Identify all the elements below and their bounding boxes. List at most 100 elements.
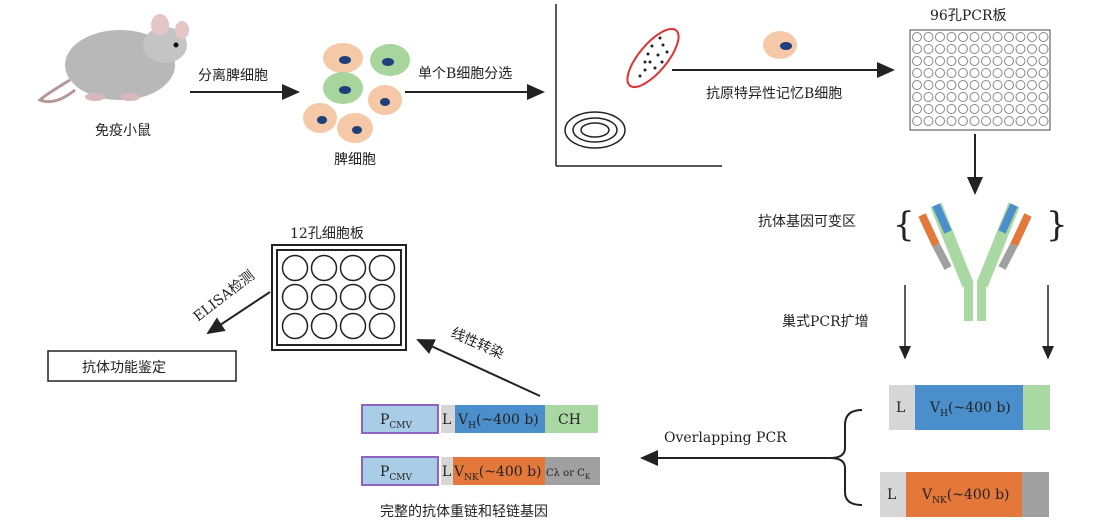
pcr-well [992,92,1003,102]
pcr-well [923,116,934,126]
pcr-well [912,116,922,126]
mouse-illustration [37,14,189,104]
pcr-well [1015,92,1026,102]
isolate-label: 分离脾细胞 [198,67,268,84]
pcr-well [1004,44,1014,54]
cell-plate-label: 12孔细胞板 [290,226,364,242]
memory-b-cell [763,31,797,59]
pcr-well [923,68,934,78]
gate-ellipse [626,27,680,89]
pcr-well [1027,44,1037,54]
cell-plate-12 [271,244,407,351]
pcr-well [1038,32,1049,42]
svg-text:VNK(~400 b): VNK(~400 b) [921,487,1010,506]
pcr-well [912,56,922,66]
pcr-well [912,92,922,102]
pcr-well [912,32,922,42]
pcr-well [958,104,968,114]
arrow-transfection [416,339,541,397]
pcr-well [1038,44,1049,54]
pcr-well [1038,116,1049,126]
pcr-well [1027,104,1037,114]
pcr-well [946,44,957,54]
pcr-well [969,68,980,78]
pcr-well [1004,116,1014,126]
pcr-well [1027,80,1037,90]
svg-text:CH: CH [558,412,581,428]
pcr-well [992,80,1003,90]
nested-pcr-label: 巢式PCR扩增 [782,314,869,330]
pcr-well [969,104,980,114]
culture-well [339,254,367,282]
pcr-well [923,80,934,90]
arrow-elisa [206,291,271,335]
pcr-well [958,68,968,78]
svg-text:L: L [442,464,451,480]
culture-well [339,312,367,340]
pcr-well [1027,32,1037,42]
pcr-well [935,92,945,102]
vh-fragment: L VH(~400 b) [889,385,1050,430]
pcr-well [981,56,991,66]
pcr-plate-96 [909,29,1051,131]
pcr-well [992,44,1003,54]
pcr-well [958,80,968,90]
culture-well [281,283,309,311]
pcr-well [981,68,991,78]
pcr-well [923,32,934,42]
pcr-well [912,104,922,114]
pcr-well [969,32,980,42]
vnk-fragment: L VNK(~400 b) [880,472,1049,517]
pcr-well [946,80,957,90]
pcr-well [992,56,1003,66]
culture-well [310,312,338,340]
pcr-well [935,68,945,78]
antibody-illustration [918,202,1032,321]
splenocytes-label: 脾细胞 [334,152,376,168]
pcr-well [958,32,968,42]
pcr-well [1015,32,1026,42]
culture-well [281,312,309,340]
pcr-well [923,44,934,54]
pcr-well [946,68,957,78]
pcr-well [958,44,968,54]
pcr-well [1038,92,1049,102]
pcr-well [969,80,980,90]
pcr-well [923,104,934,114]
svg-text:VH(~400 b): VH(~400 b) [457,412,539,431]
pcr-well [981,32,991,42]
svg-text:PCMV: PCMV [380,412,413,431]
sort-label: 单个B细胞分选 [418,66,512,82]
memory-b-label: 抗原特异性记忆B细胞 [706,86,842,102]
function-label: 抗体功能鉴定 [82,360,166,376]
pcr-well [981,44,991,54]
pcr-well [1004,68,1014,78]
pcr-well [1015,44,1026,54]
culture-well [310,254,338,282]
splenocytes-cluster [303,43,410,143]
pcr-well [923,56,934,66]
pcr-well [969,116,980,126]
mouse-label: 免疫小鼠 [95,123,151,139]
pcr-well [1027,68,1037,78]
pcr-well [958,92,968,102]
pcr-well [946,104,957,114]
pcr-well [935,32,945,42]
pcr-well [969,92,980,102]
svg-text:PCMV: PCMV [380,464,413,483]
svg-text:L: L [896,400,905,416]
culture-well [368,254,396,282]
pcr-well [1027,92,1037,102]
pcr-well [912,80,922,90]
light-chain-construct: PCMV L VNK(~400 b) Cλ or CK [361,456,600,486]
pcr-well [1038,104,1049,114]
pcr-well [992,104,1003,114]
culture-well [368,283,396,311]
elisa-label: ELISA检测 [191,268,258,325]
pcr-well [992,68,1003,78]
pcr-well [935,56,945,66]
pcr-well [935,44,945,54]
pcr-plate-label: 96孔PCR板 [930,8,1007,24]
svg-text:L: L [442,412,451,428]
